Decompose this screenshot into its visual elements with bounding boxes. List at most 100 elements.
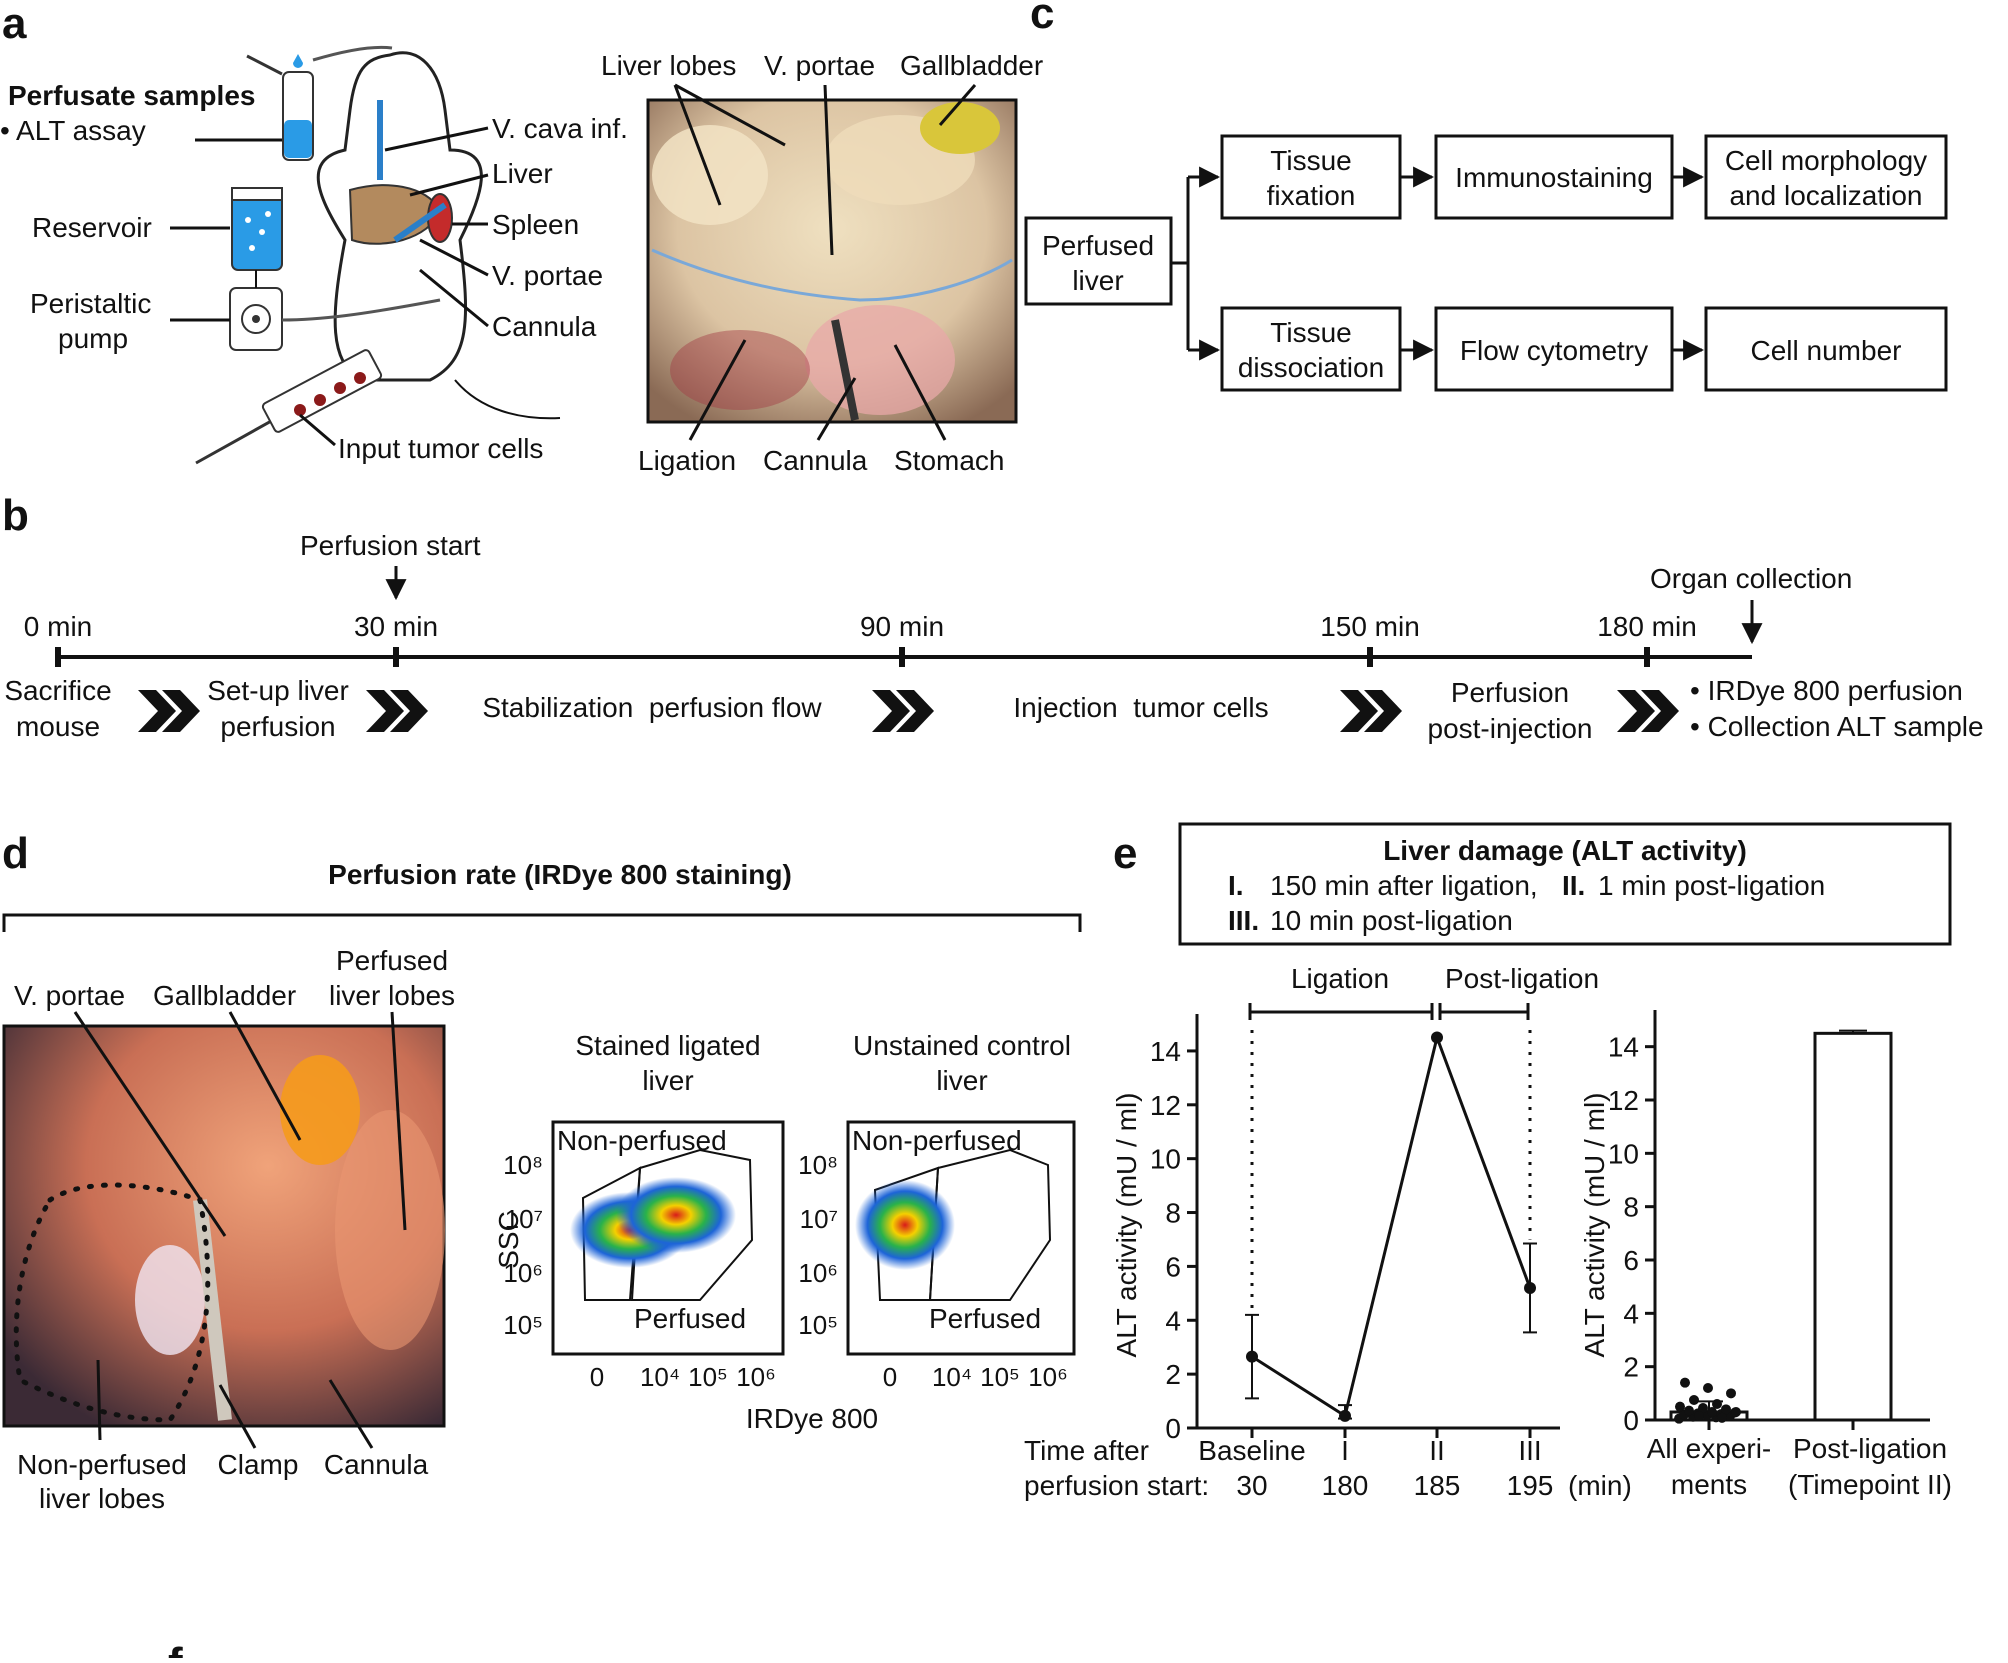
time-unit: (min): [1568, 1470, 1632, 1501]
bar-data-point: [1698, 1403, 1708, 1413]
tick-150min: 150 min: [1320, 611, 1420, 642]
photo-a-ligation: Ligation: [638, 445, 736, 476]
svg-text:10⁴: 10⁴: [640, 1362, 680, 1392]
panel-e-legend: Liver damage (ALT activity) I. 150 min a…: [1178, 822, 1952, 946]
flow-plots: Stained ligated liver Unstained control …: [493, 1030, 1076, 1434]
ligation-brackets: [1248, 1003, 1530, 1020]
bar-cat-1-l1: All experi-: [1647, 1433, 1771, 1464]
box-tissue-dissociation-l1: Tissue: [1270, 317, 1351, 348]
flow-left-gate-nonperfused: Non-perfused: [557, 1125, 727, 1156]
bar-ytick-label: 8: [1623, 1192, 1639, 1223]
reservoir-icon: [231, 187, 283, 271]
svg-text:10⁵: 10⁵: [688, 1362, 728, 1392]
flow-left-xticks: 0 10⁴ 10⁵ 10⁶: [590, 1362, 776, 1392]
box-cell-morphology-l2: and localization: [1729, 180, 1922, 211]
photo-d-perfused-2: liver lobes: [329, 980, 455, 1011]
step-final-2: • Collection ALT sample: [1690, 711, 1984, 742]
flow-xlabel: IRDye 800: [746, 1403, 878, 1434]
tick-0min: 0 min: [24, 611, 92, 642]
svg-text:10⁶: 10⁶: [503, 1258, 543, 1288]
box-perfused-liver: [1024, 216, 1173, 306]
svg-text:0: 0: [590, 1362, 604, 1392]
legend-I-text: 150 min after ligation,: [1270, 870, 1538, 901]
photo-a-stomach: Stomach: [894, 445, 1005, 476]
bar-cat-2-l2: (Timepoint II): [1788, 1469, 1952, 1500]
label-input-cells: Input tumor cells: [338, 433, 543, 464]
box-cell-morphology: [1704, 134, 1948, 220]
photo-a-vportae: V. portae: [764, 50, 875, 81]
box-cell-number-l1: Cell number: [1751, 335, 1902, 366]
post-ligation-label: Post-ligation: [1445, 963, 1599, 994]
photo-d-cannula: Cannula: [324, 1449, 429, 1480]
chevrons: [138, 690, 1679, 732]
time-label-2: perfusion start:: [1024, 1470, 1209, 1501]
svg-text:10⁸: 10⁸: [503, 1150, 543, 1180]
bar-data-point: [1675, 1401, 1685, 1412]
panel-label-f: f: [168, 1639, 183, 1658]
line-ytick-label: 14: [1150, 1036, 1181, 1067]
step-sacrifice-1: Sacrifice: [4, 675, 111, 706]
panel-c-flowchart: Perfused liver Tissue fixation Immunosta…: [1024, 134, 1948, 392]
line-point: [1524, 1281, 1536, 1294]
box-cell-morphology-l1: Cell morphology: [1725, 145, 1927, 176]
bar-data-point: [1726, 1388, 1736, 1399]
bar-data-point: [1721, 1404, 1731, 1415]
bar-ytick-label: 14: [1608, 1032, 1639, 1063]
panel-d-photo: [2, 1024, 446, 1428]
line-xtick-time: 195: [1507, 1470, 1554, 1501]
reservoir-label: Reservoir: [32, 212, 152, 243]
flow-right-yticks: 10⁸ 10⁷ 10⁶ 10⁵: [798, 1150, 838, 1340]
pump-label-2: pump: [58, 323, 128, 354]
bar-data-point: [1703, 1383, 1713, 1393]
bar-data-point: [1712, 1399, 1722, 1409]
line-xtick-label: I: [1341, 1435, 1349, 1466]
label-cannula: Cannula: [492, 311, 597, 342]
box-immunostaining-l1: Immunostaining: [1455, 162, 1653, 193]
label-vportae: V. portae: [492, 260, 603, 291]
legend-III-text: 10 min post-ligation: [1270, 905, 1513, 936]
line-ytick-label: 10: [1150, 1144, 1181, 1175]
bar-cat-2-l1: Post-ligation: [1793, 1433, 1947, 1464]
photo-d-clamp: Clamp: [218, 1449, 299, 1480]
panel-label-e: e: [1113, 829, 1137, 878]
svg-text:10⁵: 10⁵: [503, 1310, 543, 1340]
flow-right-gate-perfused: Perfused: [929, 1303, 1041, 1334]
line-ytick-label: 12: [1150, 1090, 1181, 1121]
photo-d-vportae: V. portae: [14, 980, 125, 1011]
flow-right-title-1: Unstained control: [853, 1030, 1071, 1061]
svg-text:10⁵: 10⁵: [798, 1310, 838, 1340]
svg-text:10⁵: 10⁵: [980, 1362, 1020, 1392]
photo-a-cannula: Cannula: [763, 445, 868, 476]
bar-ytick-label: 6: [1623, 1245, 1639, 1276]
flow-left-title-2: liver: [642, 1065, 693, 1096]
step-setup-1: Set-up liver: [207, 675, 349, 706]
svg-text:10⁷: 10⁷: [505, 1204, 543, 1234]
legend-II-num: II.: [1562, 870, 1585, 901]
line-point: [1246, 1350, 1258, 1363]
bar-cat-1-l2: ments: [1671, 1469, 1747, 1500]
panel-b-timeline: Perfusion start Organ collection 0 min 3…: [4, 530, 1983, 744]
box-tissue-fixation-l1: Tissue: [1270, 145, 1351, 176]
line-ytick-label: 6: [1165, 1251, 1181, 1282]
flow-right-gate-nonperfused: Non-perfused: [852, 1125, 1022, 1156]
photo-d-nonperfused-1: Non-perfused: [17, 1449, 187, 1480]
flow-ylabel: SSC: [493, 1211, 524, 1269]
svg-text:10⁸: 10⁸: [798, 1150, 838, 1180]
box-cell-number: [1704, 306, 1948, 392]
perfusate-title: Perfusate samples: [8, 80, 255, 111]
step-injection: Injection tumor cells: [1013, 692, 1268, 723]
ligation-label: Ligation: [1291, 963, 1389, 994]
photo-d-gallbladder: Gallbladder: [153, 980, 296, 1011]
organ-collection-label: Organ collection: [1650, 563, 1852, 594]
step-final-1: • IRDye 800 perfusion: [1690, 675, 1963, 706]
legend-I-num: I.: [1228, 870, 1244, 901]
line-chart-ylabel: ALT activity (mU / ml): [1111, 1093, 1142, 1358]
step-perfusion-post-1: Perfusion: [1451, 677, 1569, 708]
box-flow-cytometry-l1: Flow cytometry: [1460, 335, 1648, 366]
svg-text:10⁶: 10⁶: [736, 1362, 776, 1392]
svg-text:10⁶: 10⁶: [1028, 1362, 1068, 1392]
mouse-illustration: [281, 45, 561, 420]
perfusate-item: • ALT assay: [0, 115, 146, 146]
